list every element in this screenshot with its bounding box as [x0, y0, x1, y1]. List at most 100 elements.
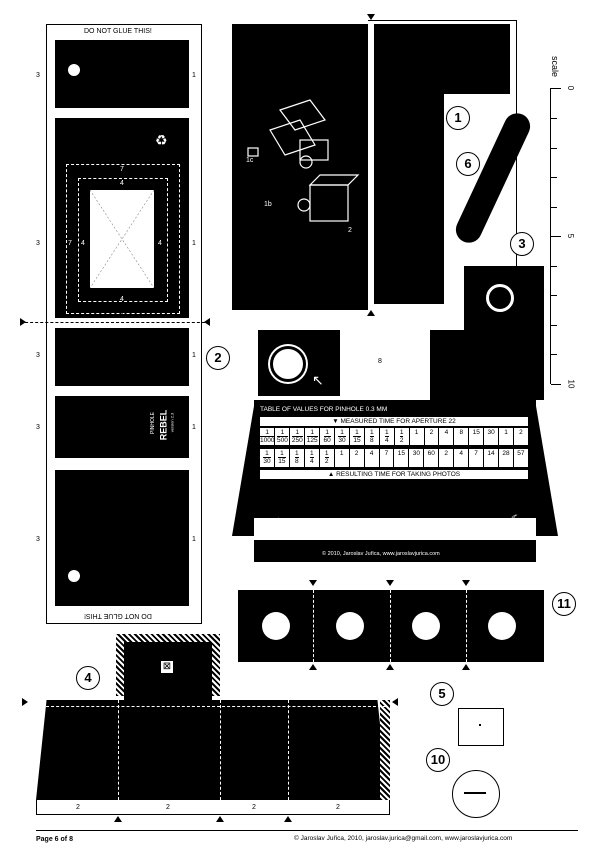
panel-brand	[55, 396, 189, 458]
assembly-panel	[232, 24, 368, 310]
table-cell: 15	[394, 449, 410, 467]
callout-6: 6	[456, 152, 480, 176]
part-label-8: 8	[378, 358, 382, 365]
side-number: 1	[192, 240, 196, 247]
viewfinder-cross	[90, 190, 154, 288]
table-cell: 28	[499, 449, 514, 467]
arrow-icon: ↖	[312, 372, 324, 388]
inner-number: 7	[120, 312, 124, 319]
assembly-diagram-icon: 1c 1b 2	[246, 99, 360, 234]
table-cell: 4	[439, 428, 455, 446]
piece-6-rod	[451, 109, 535, 247]
table-cell: 1	[499, 428, 514, 446]
piece-10	[452, 770, 500, 818]
copyright-bar	[254, 540, 536, 562]
moon-icon: ☾	[510, 512, 523, 528]
brand-line1: PINHOLE	[149, 412, 156, 434]
table-cell: 60	[424, 449, 440, 467]
side-number: 1	[192, 352, 196, 359]
brand-line2: REBEL	[158, 409, 169, 441]
table-cell: 7	[469, 449, 485, 467]
table-cell: 2	[350, 449, 365, 467]
exposure-table: TABLE OF VALUES FOR PINHOLE 0.3 MM ▼ MEA…	[260, 406, 528, 479]
svg-text:1b: 1b	[264, 201, 272, 208]
side-number: 3	[36, 424, 40, 431]
hole	[262, 612, 290, 640]
brand-logo: PINHOLE REBEL version 2.3	[149, 404, 182, 450]
callout-10: 10	[426, 748, 450, 772]
callout-5: 5	[430, 682, 454, 706]
bottom-number: 2	[252, 804, 256, 811]
table-cell: 1	[335, 449, 350, 467]
table-cell: 4	[365, 449, 380, 467]
copyright-text: © 2010, Jaroslav Juřica, www.jaroslavjur…	[322, 551, 440, 557]
table-cell: 14	[484, 449, 499, 467]
inner-number: 7	[68, 240, 72, 247]
hole	[336, 612, 364, 640]
table-cell: 15	[469, 428, 485, 446]
hole	[412, 612, 440, 640]
inner-number: 4	[120, 296, 124, 303]
lens-ring-icon	[486, 284, 514, 312]
callout-2: 2	[206, 346, 230, 370]
cloud-icon: ☁	[428, 512, 442, 528]
table-cell: 8	[454, 428, 470, 446]
bottom-warning: DO NOT GLUE THIS!	[84, 612, 152, 619]
piece-1-top	[374, 24, 510, 94]
side-number: 3	[36, 240, 40, 247]
scale-tick-5: 5	[566, 233, 576, 239]
callout-1: 1	[446, 106, 470, 130]
side-number: 1	[192, 424, 196, 431]
panel-bottom	[55, 470, 189, 606]
table-cell: 7	[380, 449, 395, 467]
table-cell: 2	[439, 449, 455, 467]
side-number: 3	[36, 72, 40, 79]
resulting-header: ▲ RESULTING TIME FOR TAKING PHOTOS	[260, 469, 528, 479]
cloud-sun-icon: ☁	[348, 512, 361, 527]
svg-text:2: 2	[348, 227, 352, 234]
table-cell: 2	[519, 429, 523, 436]
table-cell: 4	[454, 449, 470, 467]
scale-tick-0: 0	[566, 85, 576, 91]
table-cell: 1	[410, 428, 425, 446]
table-title: TABLE OF VALUES FOR PINHOLE 0.3 MM	[260, 406, 388, 413]
top-warning: DO NOT GLUE THIS!	[84, 28, 152, 35]
viewfinder-frame-outer	[66, 164, 180, 314]
bottom-number: 2	[336, 804, 340, 811]
side-number: 3	[36, 536, 40, 543]
side-number: 1	[192, 536, 196, 543]
recycle-icon: ♻	[155, 132, 168, 148]
sun-icon: ☼	[272, 512, 285, 528]
bottom-number: 2	[166, 804, 170, 811]
footer-credit: © Jaroslav Juřica, 2010, jaroslav.jurica…	[294, 835, 513, 842]
table-cell: 57	[517, 450, 525, 458]
measured-header: ▼ MEASURED TIME FOR APERTURE 22	[260, 417, 528, 426]
inner-number: 4	[120, 180, 124, 187]
shutter-window-icon: ⊠	[160, 660, 174, 674]
viewfinder-frame-inner	[78, 178, 168, 302]
hole	[488, 612, 516, 640]
side-number: 3	[36, 352, 40, 359]
table-cell: 2	[425, 428, 440, 446]
inner-number: 7	[120, 166, 124, 173]
table-cell: 30	[484, 428, 500, 446]
tripod-hole-icon	[68, 570, 80, 582]
callout-4: 4	[76, 666, 100, 690]
inner-number: 4	[81, 240, 85, 247]
inner-number: 4	[158, 240, 162, 247]
brand-version: version 2.3	[169, 412, 175, 433]
side-number: 1	[192, 72, 196, 79]
